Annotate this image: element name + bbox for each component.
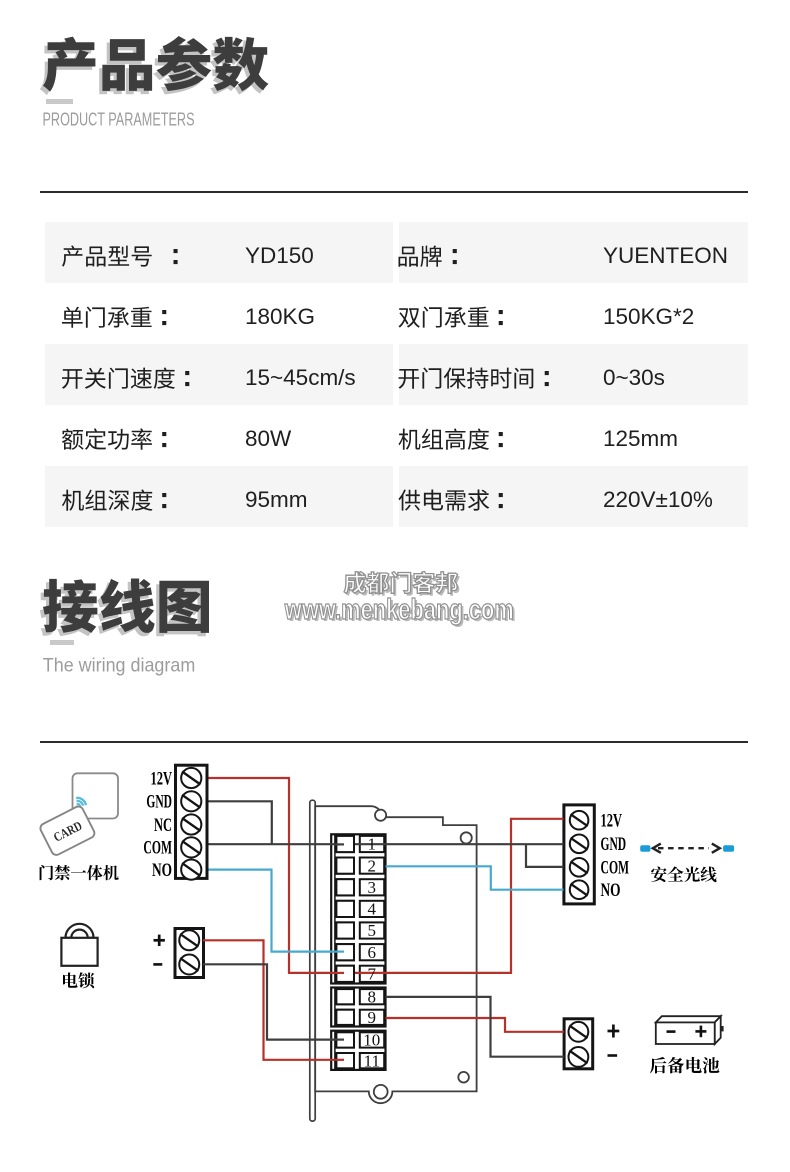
svg-text:8: 8 xyxy=(368,987,377,1006)
svg-text:11: 11 xyxy=(364,1051,380,1070)
svg-text:1: 1 xyxy=(368,835,377,854)
svg-text:7: 7 xyxy=(368,965,377,984)
svg-text:GND: GND xyxy=(146,792,172,813)
svg-text:9: 9 xyxy=(368,1008,377,1027)
svg-text:GND: GND xyxy=(601,834,627,855)
svg-text:COM: COM xyxy=(143,838,172,859)
svg-text:5: 5 xyxy=(368,921,377,940)
svg-text:NC: NC xyxy=(154,815,172,836)
svg-text:12V: 12V xyxy=(601,811,623,832)
svg-text:COM: COM xyxy=(601,858,630,879)
svg-text:3: 3 xyxy=(368,878,377,897)
svg-text:4: 4 xyxy=(368,900,377,919)
svg-text:10: 10 xyxy=(363,1031,380,1050)
svg-text:6: 6 xyxy=(368,943,377,962)
svg-text:12V: 12V xyxy=(151,768,173,789)
svg-text:NO: NO xyxy=(601,880,621,901)
svg-text:www.menkebang.com: www.menkebang.com xyxy=(286,596,516,628)
svg-text:PRODUCT PARAMETERS: PRODUCT PARAMETERS xyxy=(43,109,195,130)
svg-text:The wiring diagram: The wiring diagram xyxy=(43,654,196,676)
svg-text:2: 2 xyxy=(368,856,377,875)
svg-text:NO: NO xyxy=(152,860,172,881)
svg-text:www.menkebang.com: www.menkebang.com xyxy=(284,594,514,626)
